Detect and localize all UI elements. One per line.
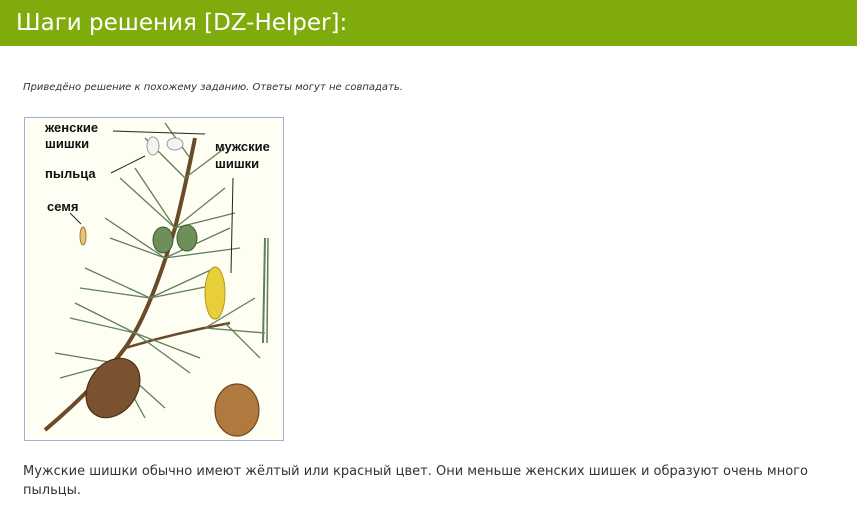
label-female-cones-2: шишки — [45, 136, 89, 151]
header-bar: Шаги решения [DZ-Helper]: — [0, 0, 857, 46]
label-pollen: пыльца — [45, 166, 96, 181]
label-seed: семя — [47, 199, 79, 214]
pine-illustration: женские шишки пыльца семя мужские шишки — [24, 117, 284, 441]
female-cone-left — [152, 226, 174, 254]
pollen-grain-2 — [166, 137, 184, 151]
seed-shape — [79, 226, 87, 246]
pine-branch-drawing: женские шишки пыльца семя мужские шишки — [43, 120, 270, 437]
explanation-text: Мужские шишки обычно имеют жёлтый или кр… — [23, 464, 808, 498]
disclaimer-note: Приведёно решение к похожему заданию. От… — [23, 82, 403, 93]
label-male-cones-2: шишки — [215, 156, 259, 171]
label-leaders — [69, 130, 234, 274]
page-title: Шаги решения [DZ-Helper]: — [16, 10, 348, 36]
needle-pair — [262, 237, 266, 344]
side-branch — [124, 321, 231, 350]
female-cone-right — [176, 224, 198, 252]
label-male-cones-1: мужские — [215, 139, 270, 154]
mature-cone — [85, 357, 141, 419]
pollen-grain — [146, 136, 160, 156]
needle-pair-2 — [266, 237, 269, 344]
label-female-cones-1: женские — [44, 120, 98, 135]
open-cone — [214, 383, 260, 437]
male-cones-cluster — [204, 266, 226, 320]
